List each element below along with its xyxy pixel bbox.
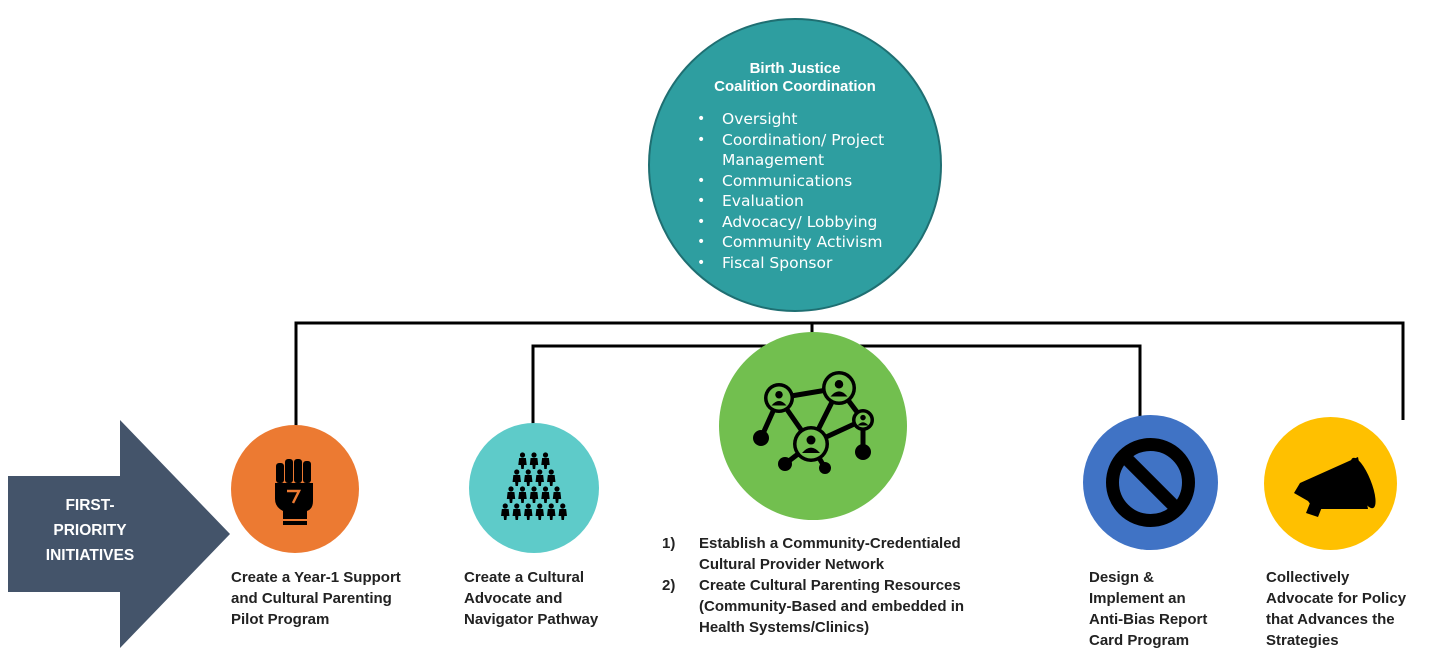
person-figure: [518, 486, 527, 503]
person-figure: [501, 503, 510, 520]
caption-line: Establish a Community-Credentialed: [699, 535, 961, 552]
list-item: • Communications: [697, 171, 884, 192]
list-item: 2) Create Cultural Parenting Resources (…: [662, 575, 1042, 638]
person-figure: [518, 452, 527, 469]
list-item-text: Community Activism: [722, 233, 883, 251]
network-node: [753, 430, 769, 446]
caption-line: Cultural Provider Network: [699, 556, 885, 573]
network-node: [852, 409, 874, 431]
list-item-text: Oversight: [722, 110, 798, 128]
bullet: •: [697, 172, 706, 189]
network-circle: [719, 332, 907, 520]
caption-line: Health Systems/Clinics): [699, 619, 870, 636]
bullet: •: [697, 213, 706, 230]
caption-line: Pilot Program: [231, 611, 330, 628]
coordination-circle: Birth Justice Coalition Coordination • Ov…: [648, 18, 942, 312]
coordination-title-line1: Birth Justice: [749, 60, 841, 77]
list-item: • Evaluation: [697, 191, 884, 212]
bullet: •: [697, 254, 706, 271]
bullet: •: [697, 234, 706, 250]
list-item: 1) Establish a Community-Credentialed Cu…: [662, 533, 1042, 575]
person-figure: [547, 503, 556, 520]
person-figure: [529, 452, 539, 469]
fist-circle: [231, 425, 359, 553]
person-figure: [552, 486, 562, 503]
caption-line: Advocate for Policy: [1266, 590, 1407, 607]
arrow-label-line: INITIATIVES: [45, 547, 135, 564]
list-number: 2): [662, 577, 676, 594]
prohibition-caption: Design & Implement an Anti-Bias Report C…: [1089, 567, 1239, 651]
list-number: 1): [662, 535, 676, 552]
megaphone-caption: Collectively Advocate for Policy that Ad…: [1266, 567, 1442, 651]
list-item: • Fiscal Sponsor: [697, 253, 884, 274]
list-item-text: Advocacy/ Lobbying: [722, 212, 878, 231]
caption-line: Collectively: [1266, 569, 1350, 586]
network-node: [778, 457, 792, 471]
person-figure: [512, 503, 521, 520]
person-figure: [529, 486, 539, 503]
fist-caption: Create a Year-1 Support and Cultural Par…: [231, 567, 446, 630]
network-node: [819, 462, 831, 474]
person-figure: [535, 469, 544, 486]
prohibition-icon: [1106, 438, 1195, 527]
network-node: [822, 371, 856, 405]
first-priority-label: FIRST- PRIORITY INITIATIVES: [24, 493, 156, 568]
caption-line: and Cultural Parenting: [231, 590, 392, 607]
network-node: [855, 444, 871, 460]
caption-line: Design &: [1089, 569, 1155, 586]
arrow-label-line: PRIORITY: [53, 522, 127, 539]
prohibition-circle: [1083, 415, 1218, 550]
person-figure: [524, 469, 533, 486]
coordination-title: Birth Justice Coalition Coordination: [650, 60, 940, 96]
person-figure: [558, 503, 567, 520]
megaphone-circle: [1264, 417, 1397, 550]
caption-line: Create a Cultural: [464, 569, 585, 586]
person-figure: [512, 469, 521, 486]
list-item-text: Communications: [722, 171, 853, 190]
caption-line: that Advances the: [1266, 611, 1395, 628]
network-node: [764, 383, 794, 413]
caption-line: Create Cultural Parenting Resources: [699, 577, 961, 594]
list-item: • Oversight: [697, 109, 884, 130]
person-figure: [506, 486, 516, 503]
coordination-list: • Oversight • Coordination/ Project Manage…: [697, 109, 885, 274]
list-item-text: Fiscal Sponsor: [722, 253, 833, 272]
caption-line: Strategies: [1266, 632, 1339, 649]
person-figure: [524, 503, 533, 520]
list-item-text: Coordination/ Project: [722, 130, 885, 149]
list-item: • Advocacy/ Lobbying: [697, 212, 884, 233]
people-circle: [469, 423, 599, 553]
caption-line: Navigator Pathway: [464, 611, 599, 628]
caption-line: Implement an: [1089, 590, 1186, 607]
list-item: • Coordination/ Project: [697, 130, 885, 151]
people-pyramid-icon: [501, 452, 567, 520]
raised-fist-icon: [275, 459, 313, 525]
list-item-continuation: Management: [722, 150, 884, 171]
list-item-text: Evaluation: [722, 192, 804, 210]
caption-line: Create a Year-1 Support: [231, 569, 401, 586]
first-priority-arrow: [8, 420, 230, 648]
caption-line: (Community-Based and embedded in: [699, 598, 965, 615]
caption-line: Advocate and: [464, 590, 563, 607]
network-caption-list: 1) Establish a Community-Credentialed Cu…: [662, 533, 1042, 638]
person-figure: [541, 452, 550, 469]
bullet: •: [697, 111, 706, 127]
list-item-text: Management: [722, 151, 825, 169]
arrow-label-line: FIRST-: [65, 497, 115, 514]
bullet: •: [697, 193, 706, 209]
bullet: •: [697, 131, 706, 148]
person-figure: [547, 469, 556, 486]
people-caption: Create a Cultural Advocate and Navigator…: [464, 567, 634, 630]
coordination-title-line2: Coalition Coordination: [714, 78, 876, 95]
caption-line: Card Program: [1089, 632, 1190, 649]
caption-line: Anti-Bias Report: [1089, 611, 1208, 628]
people-network-icon: [753, 371, 874, 474]
megaphone-icon: [1294, 457, 1376, 517]
person-figure: [541, 486, 550, 503]
person-figure: [535, 503, 544, 520]
network-node: [793, 426, 829, 462]
list-item: • Community Activism: [697, 232, 884, 253]
